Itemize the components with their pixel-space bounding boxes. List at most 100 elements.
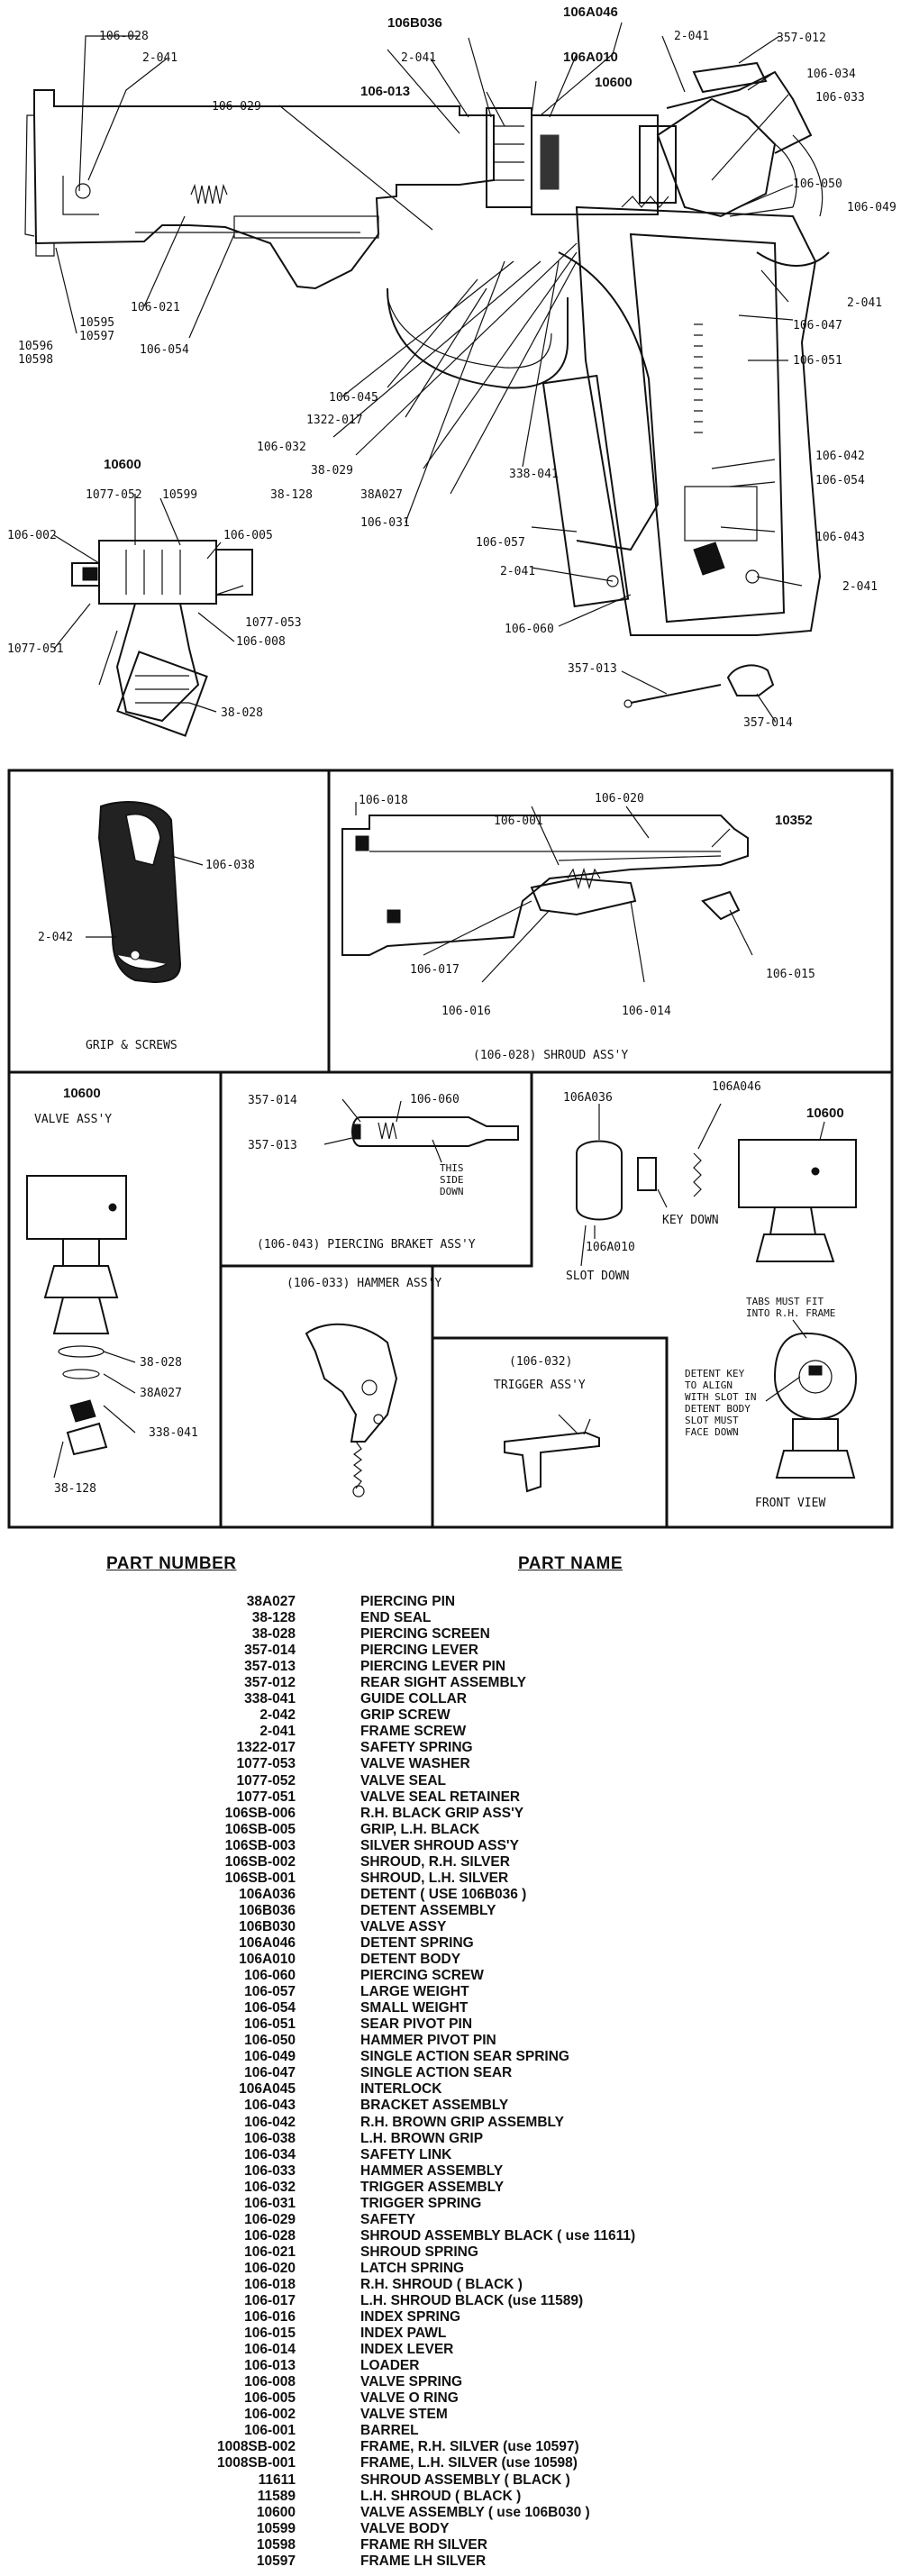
callout-357-013-bracket: 357-013 [248,1139,297,1152]
callout-10600-b: 10600 [104,457,141,472]
callout-106-049: 106-049 [847,201,896,214]
part-number: 10600 [256,2504,296,2520]
front-view-caption: FRONT VIEW [755,1497,825,1510]
part-name: VALVE SPRING [360,2374,463,2390]
part-number: 106-047 [244,2065,296,2081]
part-number: 106-016 [244,2309,296,2326]
part-name: VALVE STEM [360,2407,448,2423]
callout-10600-detent: 10600 [806,1106,844,1121]
callout-106-060-bracket: 106-060 [410,1093,460,1106]
callout-10352: 10352 [775,813,813,828]
part-number: 106B036 [239,1902,296,1918]
part-name: VALVE SEAL RETAINER [360,1789,521,1805]
callout-106-042: 106-042 [815,450,865,463]
callout-106-051: 106-051 [793,354,842,368]
detent-note-1: DETENT KEY [685,1368,745,1379]
part-number: 106-017 [244,2293,296,2309]
part-name: INDEX PAWL [360,2326,447,2342]
grip-panel [629,232,786,624]
part-name: VALVE WASHER [360,1756,470,1772]
tabs-note-1: TABS MUST FIT [746,1296,824,1307]
callout-106-033: 106-033 [815,91,865,105]
callout-357-012: 357-012 [777,32,826,45]
part-name-header: PART NAME [518,1554,623,1573]
part-number: 106SB-001 [224,1870,296,1886]
part-number: 106A036 [239,1886,296,1902]
key-down-label: KEY DOWN [662,1214,719,1227]
panel-detent: 106A036 106A046 10600 KEY DOWN 106A010 S… [563,1080,857,1283]
shroud-caption: (106-028) SHROUD ASS'Y [473,1049,628,1062]
part-number: 106-033 [244,2162,296,2179]
part-name: L.H. BROWN GRIP [360,2130,484,2146]
part-number: 106-001 [244,2423,296,2439]
part-number: 357-014 [244,1643,296,1659]
leader-lines [53,22,803,722]
valve-cap [639,125,677,204]
part-name: VALVE ASSEMBLY ( use 106B030 ) [360,2504,590,2520]
callout-2-041-d: 2-041 [847,296,882,310]
part-name: PIERCING PIN [360,1594,456,1609]
callout-106-054-b: 106-054 [815,474,865,487]
part-number: 106-005 [244,2390,296,2407]
callout-10600: 10600 [595,75,633,90]
part-name: SAFETY LINK [360,2146,452,2162]
hammer-drawing [305,1323,398,1443]
callout-10597: 10597 [79,330,114,343]
part-name: SHROUD, R.H. SILVER [360,1853,510,1870]
callout-10595: 10595 [79,316,114,330]
callout-10599: 10599 [162,488,197,502]
part-number: 1077-051 [236,1789,296,1805]
part-name: INTERLOCK [360,2081,442,2098]
trigger-guard [387,287,569,389]
callout-106-015: 106-015 [766,968,815,981]
part-name: PIERCING SCREEN [360,1626,490,1643]
callout-357-014: 357-014 [743,716,793,730]
part-name: PIERCING SCREW [360,1968,484,1984]
callout-106-043: 106-043 [815,531,865,544]
callout-38a027: 38A027 [360,488,403,502]
part-name: LATCH SPRING [360,2260,465,2276]
part-number: 106-002 [244,2407,296,2423]
detail-panels: 106-038 2-042 GRIP & SCREWS 106-018 106-… [7,769,894,1529]
part-name: L.H. SHROUD BLACK (use 11589) [360,2293,584,2309]
trigger-drawing [504,1431,600,1493]
callout-106a046-detent: 106A046 [712,1080,761,1094]
callout-106-001: 106-001 [494,815,543,828]
callout-106-032: 106-032 [257,441,306,454]
part-number: 11589 [257,2488,296,2504]
part-number: 38-128 [251,1610,296,1626]
part-number: 106-043 [244,2098,296,2114]
bracket-caption: (106-043) PIERCING BRAKET ASS'Y [257,1238,476,1252]
part-row: 10600 VALVE ASSEMBLY ( use 106B030 ) [0,2505,901,2521]
part-number: 357-012 [244,1675,296,1691]
callout-106-057: 106-057 [476,536,525,550]
part-number: 106A045 [239,2081,296,2098]
callout-106-034: 106-034 [806,68,856,81]
slot-down-label: SLOT DOWN [566,1270,629,1283]
part-name: HAMMER ASSEMBLY [360,2162,504,2179]
part-name: GRIP, L.H. BLACK [360,1821,480,1837]
part-number: 1322-017 [236,1740,296,1756]
detent-note-5: SLOT MUST [685,1415,739,1426]
part-number: 10599 [256,2520,296,2536]
part-name: FRAME LH SILVER [360,2553,487,2569]
grip-spring [694,323,703,433]
callout-106a036: 106A036 [563,1091,613,1105]
part-name: SEAR PIVOT PIN [360,2016,473,2033]
